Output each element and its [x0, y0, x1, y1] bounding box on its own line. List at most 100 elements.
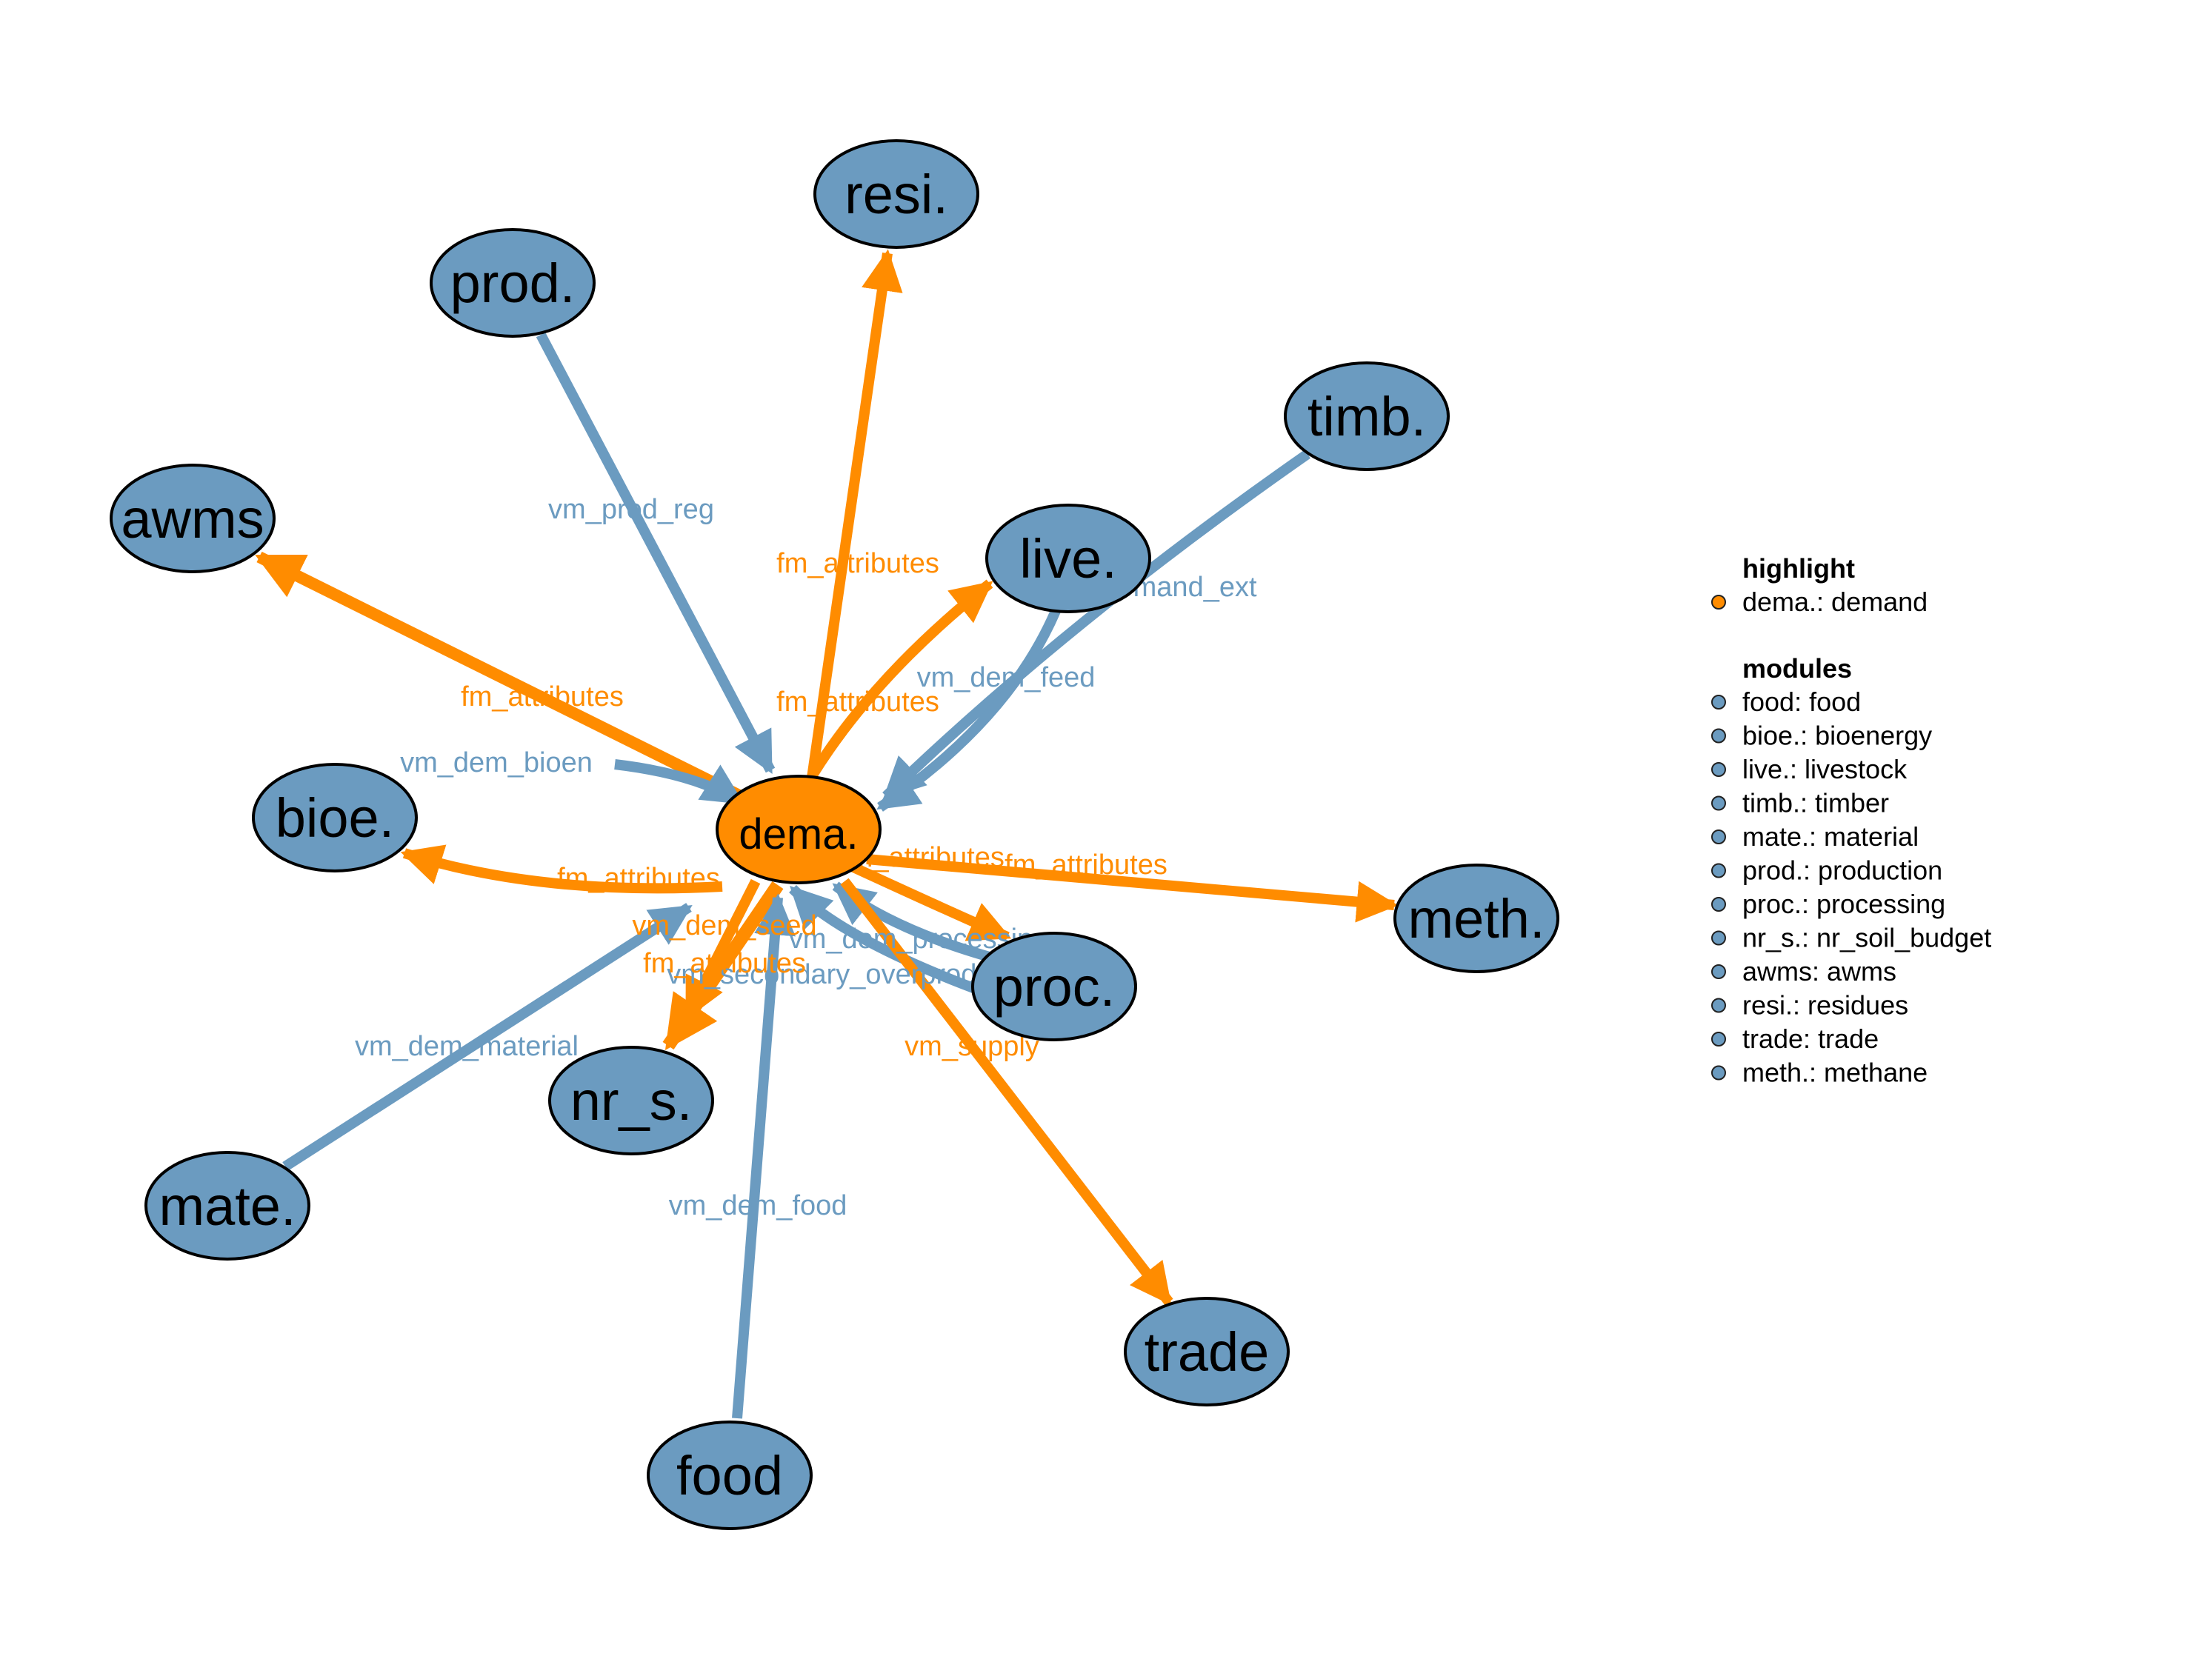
legend-module-item: bioe.: bioenergy — [1742, 721, 1932, 751]
node-shape-dema — [716, 775, 882, 884]
edge-label-dema-to-live: fm_attributes — [776, 687, 939, 718]
legend-module-item-marker — [1711, 695, 1726, 710]
legend-module-item-marker — [1711, 830, 1726, 844]
node-shape-proc — [971, 932, 1137, 1041]
node-meth: meth. — [1393, 864, 1559, 973]
legend-highlight-title: highlight — [1742, 553, 1855, 584]
node-label-trade: trade — [1145, 1321, 1270, 1383]
legend-module-item: awms: awms — [1742, 956, 1896, 987]
node-live: live. — [985, 504, 1151, 613]
node-label-live: live. — [1019, 528, 1117, 590]
node-mate: mate. — [144, 1151, 310, 1261]
node-awms: awms — [110, 464, 276, 573]
node-label-resi: resi. — [845, 164, 948, 225]
legend-module-item: proc.: processing — [1742, 889, 1945, 919]
legend-module-item-marker — [1711, 795, 1726, 811]
node-dema: dema. — [716, 775, 882, 884]
edge-label-dema-to-trade: vm_supply — [905, 1031, 1039, 1062]
edge-label-prod-to-dema: vm_prod_reg — [548, 494, 714, 525]
edge-label-dema-to-nr_s: vm_dem_seed — [632, 910, 816, 941]
node-label-mate: mate. — [159, 1175, 296, 1237]
edge-label-bioe-to-dema: vm_dem_bioen — [400, 747, 593, 778]
edge-proc-to-dema — [789, 885, 987, 998]
edge-timb-to-dema — [882, 450, 1311, 801]
edge-label-dema-to-awms: fm_attributes — [461, 681, 624, 712]
legend-module-item: nr_s.: nr_soil_budget — [1742, 923, 1991, 953]
node-shape-prod — [430, 228, 596, 338]
node-label-meth: meth. — [1408, 888, 1545, 949]
edge-label-dema-to-resi: fm_attributes — [776, 548, 939, 579]
node-bioe: bioe. — [252, 763, 418, 872]
edge-label-mate-to-dema: vm_dem_material — [355, 1031, 579, 1062]
legend-module-item: resi.: residues — [1742, 990, 1908, 1021]
edges — [255, 249, 1399, 1419]
edge-dema-to-bioe — [400, 844, 723, 894]
edge-prod-to-dema — [536, 332, 776, 774]
edge-dema-to-proc — [850, 861, 1012, 942]
edge-mate-to-dema — [282, 903, 693, 1171]
edge-food-to-dema — [732, 893, 796, 1419]
legend-highlight-item-marker — [1711, 595, 1726, 610]
legend-module-item: food: food — [1742, 687, 1861, 717]
node-label-bioe: bioe. — [276, 787, 394, 849]
legend-module-item: trade: trade — [1742, 1024, 1879, 1054]
node-timb: timb. — [1284, 361, 1450, 471]
edge-bioe-to-dema — [614, 759, 744, 807]
edge-dema-to-awms — [255, 551, 744, 802]
node-shape-bioe — [252, 763, 418, 872]
edge-dema-to-meth — [866, 854, 1399, 923]
node-label-awms: awms — [121, 488, 264, 550]
edge-dema-to-trade — [840, 878, 1173, 1306]
node-label-food: food — [676, 1445, 783, 1506]
legend-highlight-item: dema.: demand — [1742, 587, 1928, 617]
edge-dema-to-live — [807, 579, 993, 779]
edge-label-live-to-dema: vm_dem_feed — [917, 662, 1096, 693]
node-shape-timb — [1284, 361, 1450, 471]
node-shape-awms — [110, 464, 276, 573]
node-proc: proc. — [971, 932, 1137, 1041]
node-shape-food — [647, 1421, 813, 1530]
legend-module-item-marker — [1711, 863, 1726, 878]
legend-module-item-marker — [1711, 1065, 1726, 1081]
edge-dema-to-resi — [807, 249, 903, 778]
node-nr_s: nr_s. — [548, 1046, 714, 1155]
legend-module-item-marker — [1711, 897, 1726, 912]
node-prod: prod. — [430, 228, 596, 338]
legend-module-item: timb.: timber — [1742, 788, 1889, 818]
edge-labels: vm_prod_reg fm_attributes fm_attributes fm_… — [355, 494, 1257, 1221]
legend-module-item: meth.: methane — [1742, 1058, 1928, 1088]
edge-label-dema-to-bioe: fm_attributes — [557, 863, 720, 894]
legend-module-item-marker — [1711, 728, 1726, 744]
edge-dema-to-nr_s — [682, 878, 761, 1020]
legend-module-item-marker — [1711, 1032, 1726, 1047]
node-shape-meth — [1393, 864, 1559, 973]
node-label-prod: prod. — [450, 253, 576, 314]
legend-module-item-marker — [1711, 930, 1726, 946]
node-shape-mate — [144, 1151, 310, 1261]
node-food: food — [647, 1421, 813, 1530]
node-trade: trade — [1124, 1297, 1290, 1406]
edge-live-to-dema — [876, 609, 1061, 812]
edge-label-dema-to-meth: fm_attributes — [1005, 849, 1167, 881]
legend-module-item: prod.: production — [1742, 855, 1942, 886]
edge-label-food-to-dema: vm_dem_food — [669, 1190, 847, 1221]
edge-label-dema-to-nr_s: fm_attributes — [643, 948, 806, 979]
legend-module-item-marker — [1711, 964, 1726, 979]
node-label-nr_s: nr_s. — [570, 1070, 693, 1132]
nodes: dema. resi. prod. timb. awms live. bioe. meth. p… — [110, 139, 1559, 1530]
node-shape-resi — [813, 139, 979, 249]
legend-modules-title: modules — [1742, 653, 1852, 684]
legend: highlight dema.: demand modules food: fo… — [1711, 553, 1991, 1088]
legend-module-item: live.: livestock — [1742, 754, 1908, 784]
node-label-dema: dema. — [739, 810, 858, 858]
node-shape-nr_s — [548, 1046, 714, 1155]
node-label-proc: proc. — [993, 956, 1116, 1018]
legend-module-item-marker — [1711, 762, 1726, 777]
node-shape-trade — [1124, 1297, 1290, 1406]
node-label-timb: timb. — [1307, 386, 1426, 447]
legend-module-item-marker — [1711, 998, 1726, 1013]
node-resi: resi. — [813, 139, 979, 249]
legend-module-item: mate.: material — [1742, 821, 1919, 852]
node-shape-live — [985, 504, 1151, 613]
